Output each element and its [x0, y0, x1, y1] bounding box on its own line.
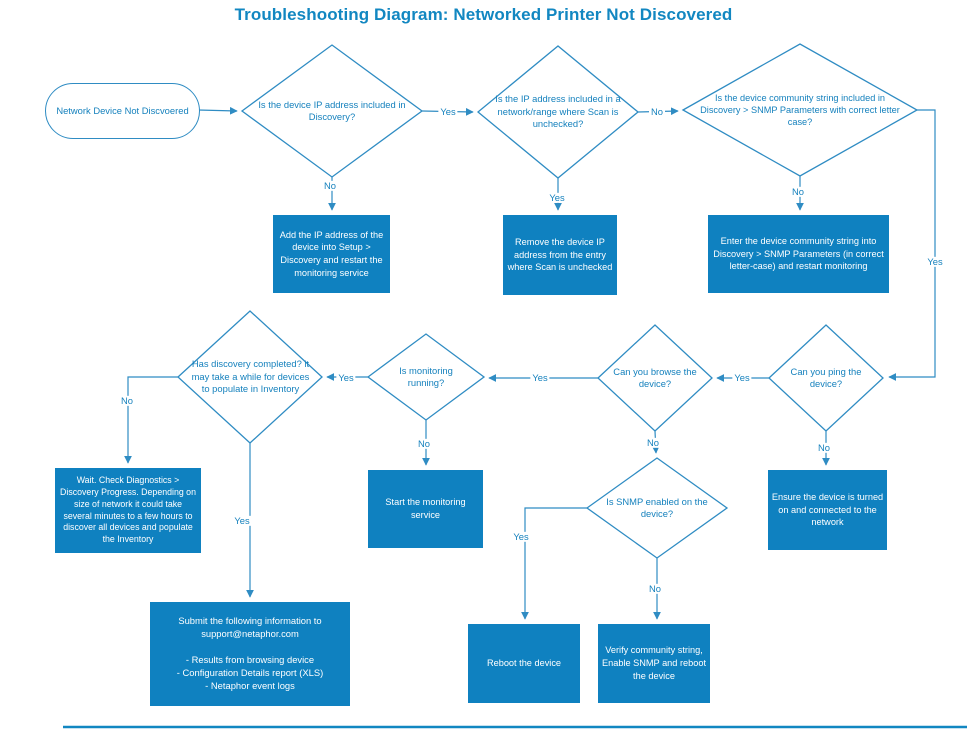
- edge-label-browse-yes: Yes: [530, 371, 550, 384]
- action-wait-diagnostics: Wait. Check Diagnostics > Discovery Prog…: [55, 468, 201, 553]
- decision-browse: Can you browse the device?: [613, 365, 697, 389]
- edge-label-monitoring-no: No: [416, 437, 432, 450]
- action-enter-community: Enter the device community string into D…: [708, 215, 889, 293]
- edge-label-scan-yes: Yes: [547, 191, 567, 204]
- edge-label-ping-yes: Yes: [732, 371, 752, 384]
- action-start-monitoring: Start the monitoring service: [368, 470, 483, 548]
- edge-label-community-yes: Yes: [925, 255, 945, 268]
- decision-snmp-enabled: Is SNMP enabled on the device?: [606, 495, 708, 519]
- decision-shape-snmp-enabled: [585, 457, 729, 559]
- connector-start-to-ip: [197, 106, 238, 115]
- decision-discovery-completed: Has discovery completed? it may take a w…: [191, 358, 310, 395]
- decision-community-string: Is the device community string included …: [700, 92, 900, 128]
- action-submit-info: Submit the following information to supp…: [150, 602, 350, 706]
- decision-ip-in-discovery: Is the device IP address included in Dis…: [258, 98, 406, 122]
- decision-shape-scan-unchecked: [476, 45, 640, 179]
- connector-discovery-no-to-wait: [124, 376, 178, 464]
- edge-label-scan-no: No: [649, 105, 665, 118]
- action-add-ip: Add the IP address of the device into Se…: [273, 215, 390, 293]
- edge-label-ip-yes: Yes: [438, 105, 458, 118]
- action-ensure-on: Ensure the device is turned on and conne…: [768, 470, 887, 550]
- page-title: Troubleshooting Diagram: Networked Print…: [234, 5, 733, 24]
- connector-snmp-yes-to-reboot: [521, 507, 587, 620]
- decision-ping: Can you ping the device?: [790, 365, 862, 389]
- connector-community-yes-to-ping: [888, 109, 936, 381]
- edge-label-snmp-no: No: [647, 582, 663, 595]
- decision-shape-discovery-completed: [177, 310, 323, 444]
- action-reboot: Reboot the device: [468, 624, 580, 703]
- edge-label-snmp-yes: Yes: [511, 530, 531, 543]
- edge-label-ping-no: No: [816, 441, 832, 454]
- edge-label-browse-no: No: [645, 436, 661, 449]
- decision-monitoring-running: Is monitoring running?: [399, 364, 453, 388]
- action-verify-community: Verify community string, Enable SNMP and…: [598, 624, 710, 703]
- start-node: Network Device Not Discvoered: [45, 83, 200, 139]
- decision-shape-community-string: [681, 43, 919, 177]
- decision-shape-ping: [768, 324, 884, 432]
- edge-label-community-no: No: [790, 185, 806, 198]
- decision-shape-browse: [597, 324, 713, 432]
- edge-label-discovery-no: No: [119, 394, 135, 407]
- decision-shape-ip-in-discovery: [240, 44, 424, 178]
- decision-shape-monitoring: [366, 333, 486, 421]
- edge-label-discovery-yes: Yes: [232, 514, 252, 527]
- action-remove-ip: Remove the device IP address from the en…: [503, 215, 617, 295]
- edge-label-monitoring-yes: Yes: [336, 371, 356, 384]
- decision-scan-unchecked: Is the IP address included in a network/…: [495, 93, 621, 130]
- edge-label-ip-no: No: [322, 179, 338, 192]
